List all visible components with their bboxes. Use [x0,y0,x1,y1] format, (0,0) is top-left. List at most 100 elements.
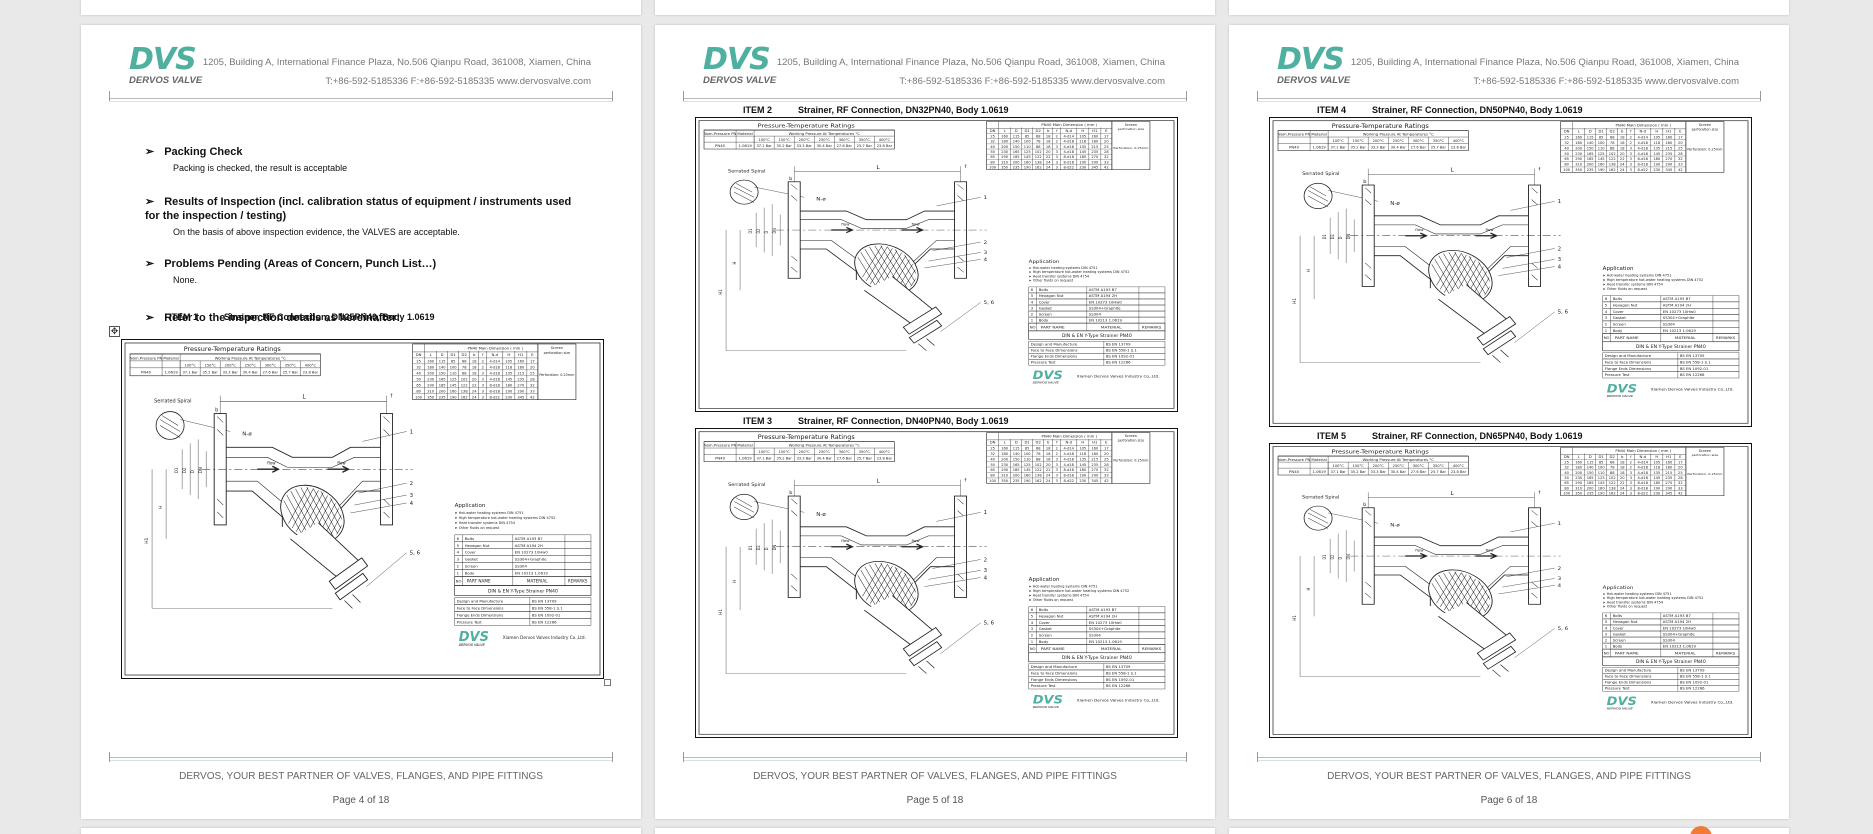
contact-line: T:+86-592-5185336 F:+86-592-5185335 www.… [1473,76,1739,87]
drawing-label: 215 [517,371,524,375]
drawing-label: 165 [1587,476,1594,480]
drawing-label: 162 [461,395,468,399]
drawing-label: N-ø [1390,523,1399,529]
section-packing: ➢Packing Check Packing is checked, the r… [145,145,585,174]
drawing-label: Nom.Pressure PN [1278,133,1311,137]
drawing-label: 4-d18 [1638,152,1648,156]
section-text: On the basis of above inspection evidenc… [173,227,460,237]
footer-slogan: DERVOS, YOUR BEST PARTNER OF VALVES, FLA… [179,771,543,782]
drawing-label: D [1015,441,1018,445]
drawing-label: flow [267,460,276,465]
drawing-label: 4-d18 [1638,141,1648,145]
drawing-label: Gasket [1039,307,1053,311]
drawing-label: 8-d22 [1064,166,1074,170]
drawing-label: 25 [1104,457,1109,461]
drawing-label: PN40 [141,369,152,374]
drawing-label: ➤ Other fluids on request [1603,605,1648,609]
drawing-label: 2 [1558,246,1562,252]
drawing-label: 4 [1031,301,1034,305]
drawing-label: 3 [1630,481,1632,485]
drawing-label: 3 [482,383,484,387]
drawing-label: 400°C [305,363,317,367]
table-resize-handle[interactable] [604,679,611,686]
drawing-label: 310 [1575,487,1582,491]
drawing-label: ➤ Other fluids on request [455,526,500,530]
drawing-label: 20 [530,365,535,369]
contact-line: T:+86-592-5185336 F:+86-592-5185335 www.… [325,76,591,87]
drawing-label: ASTM A194 2H [1089,294,1118,298]
drawing-label: BS EN 12266 [1106,361,1132,365]
drawing-label: Gasket [1039,627,1053,631]
drawing-label: EN 10273 10Hw0 [1663,310,1697,314]
drawing-label: 3 [482,377,484,381]
drawing-label: BS EN 12266 [1680,373,1705,377]
drawing-label: 3 [1056,468,1058,472]
drawing-label: 22 [472,383,477,387]
company-address: 1205, Building A, International Finance … [203,53,591,91]
drawing-label: 65 [1564,481,1569,485]
header-rule [109,101,613,102]
section-problems: ➢Problems Pending (Areas of Concern, Pun… [145,257,585,286]
drawing-label: 230 [1653,492,1660,496]
floating-widget-icon[interactable] [1690,826,1712,834]
drawing-label: 30.4 Bar [243,370,259,374]
drawing-label: Screen [1613,639,1626,643]
drawing-label: 8-d18 [1638,157,1648,161]
drawing-label: 150°C [205,363,217,367]
drawing-label: PN40 Main Dimension ( mm ) [1042,435,1098,439]
drawing-label: Screen [1125,123,1137,127]
drawing-label: flow [1415,227,1423,232]
drawing-label: 4 [1605,310,1608,314]
drawing-label: 33.3 Bar [1371,146,1387,150]
drawing-label: 345 [1665,168,1672,172]
drawing-label: 160 [1665,136,1672,140]
drawing-label: 160 [1024,161,1031,165]
drawing-label: 250°C [819,450,831,454]
drawing-label: 105 [1079,135,1086,139]
drawing-label: 8-d22 [490,395,500,399]
drawing-label: 3 [482,395,484,399]
drawing-label: 200°C [1373,139,1385,143]
drawing-label: 235 [1013,479,1020,483]
drawing-label: 28 [1678,476,1683,480]
drawing-label: 3 [1056,474,1058,478]
drawing-label: 138 [1035,161,1042,165]
drawing-label: Face to Face Dimensions [1605,361,1652,365]
drawing-label: BS EN 558-1 S.1 [1680,361,1711,365]
drawing-label: 190 [1598,492,1605,496]
drawing-label: 37.1 Bar [182,370,198,374]
address-line: 1205, Building A, International Finance … [202,57,591,68]
drawing-label: 68 [1610,461,1615,465]
drawing-label: 290 [1575,157,1582,161]
drawing-label: 235 [1587,492,1594,496]
drawing-label: 32 [990,452,995,456]
drawing-label: 115 [439,359,446,363]
drawing-label: 200 [427,371,435,375]
drawing-label: 8-d22 [1638,168,1648,172]
drawing-label: flow [1485,227,1493,232]
drawing-label: ➤ Other fluids on request [1029,598,1074,602]
drawing-label: 145 [1653,476,1660,480]
drawing-label: 3 [1630,492,1632,496]
drawing-label: 5 [457,543,460,548]
drawing-label: Pressure-Temperature Ratings [758,434,855,441]
drawing-label: 8-d18 [1064,155,1074,159]
drawing-label: ➤ Heat transfer systems DIN 4754 [1603,601,1663,605]
drawing-label: b [473,352,476,357]
drawing-label: D [1339,557,1343,560]
drawing-label: 350°C [1433,464,1445,468]
drawing-label: 102 [1609,152,1616,156]
table-move-handle-icon[interactable]: ✥ [109,326,120,337]
drawing-label: 2 [984,557,988,563]
drawing-label: 80 [1564,163,1569,167]
drawing-label: 24 [472,395,477,399]
drawing-label: 140 [1587,141,1594,145]
drawing-label: 4 [1558,265,1562,271]
drawing-label: 102 [1035,463,1042,467]
drawing-label: 1.0619 [164,369,178,374]
drawing-label: 310 [1575,163,1582,167]
drawing-label: f [1056,441,1058,445]
drawing-label: L [302,394,306,401]
